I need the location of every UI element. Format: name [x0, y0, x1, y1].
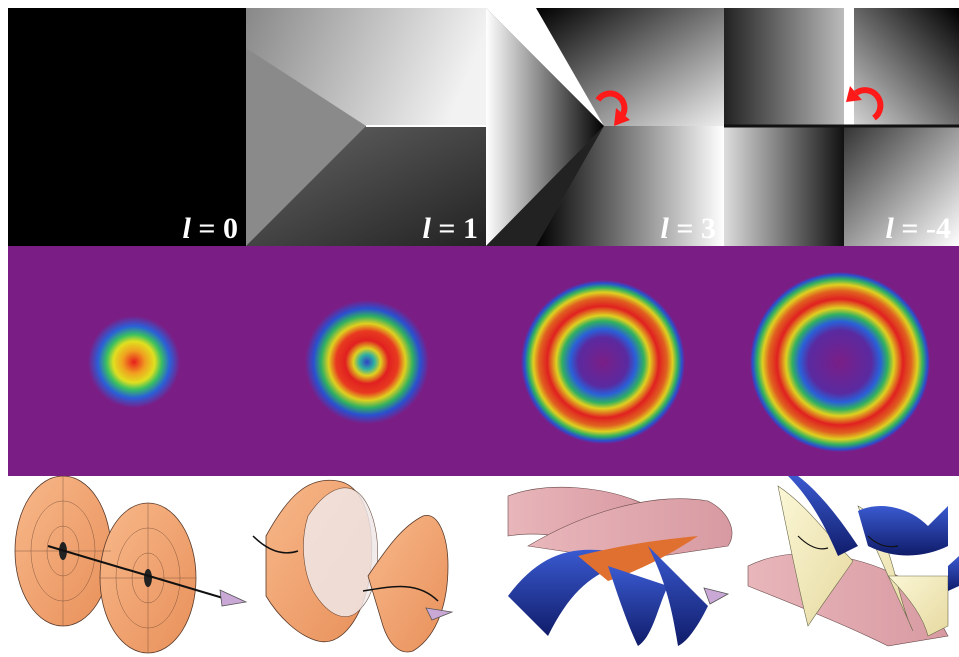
propagation-arrow-icon [703, 587, 730, 605]
label-eq: = [668, 212, 701, 245]
phase-label-l1: l = 1 [423, 212, 478, 246]
phase-map-l3 [486, 8, 724, 246]
label-val: 3 [701, 212, 716, 245]
label-var: l [660, 212, 669, 245]
phase-label-l3: l = 3 [661, 212, 716, 246]
label-var: l [182, 212, 191, 245]
wavefront-l0 [14, 476, 248, 654]
wavefront-l-4 [747, 476, 959, 647]
intensity-maps [8, 246, 959, 476]
label-val: 0 [223, 212, 238, 245]
label-eq: = [190, 212, 223, 245]
intensity-ring-l1 [305, 300, 429, 424]
label-eq: = [893, 212, 926, 245]
phase-map-l1 [246, 8, 486, 246]
propagation-arrow-icon [219, 589, 248, 607]
intensity-ring-l-4 [750, 272, 930, 452]
wavefront-row [8, 476, 959, 657]
intensity-spot-l0 [88, 316, 180, 408]
wavefront-illustrations [14, 476, 959, 654]
label-var: l [422, 212, 431, 245]
wavefront-l3 [507, 486, 733, 646]
intensity-row [8, 246, 959, 476]
phase-row: l = 0 l = 1 [8, 8, 959, 246]
rotation-arrow-icon [595, 90, 630, 126]
rotation-arrow-icon [846, 86, 884, 121]
label-val: 1 [463, 212, 478, 245]
phase-panel-l-4: l = -4 [724, 8, 959, 246]
phase-panel-l0: l = 0 [8, 8, 246, 246]
wavefront-l1 [252, 479, 454, 653]
phase-map-l0 [8, 8, 246, 246]
phase-map-lm4 [724, 8, 959, 246]
label-val: -4 [926, 212, 951, 245]
phase-panel-l3: l = 3 [486, 8, 724, 246]
propagation-arrow-icon [425, 607, 454, 621]
phase-label-l0: l = 0 [183, 212, 238, 246]
intensity-ring-l3 [521, 280, 685, 444]
label-eq: = [430, 212, 463, 245]
label-var: l [885, 212, 894, 245]
phase-panel-l1: l = 1 [246, 8, 486, 246]
phase-label-l-4: l = -4 [886, 212, 951, 246]
